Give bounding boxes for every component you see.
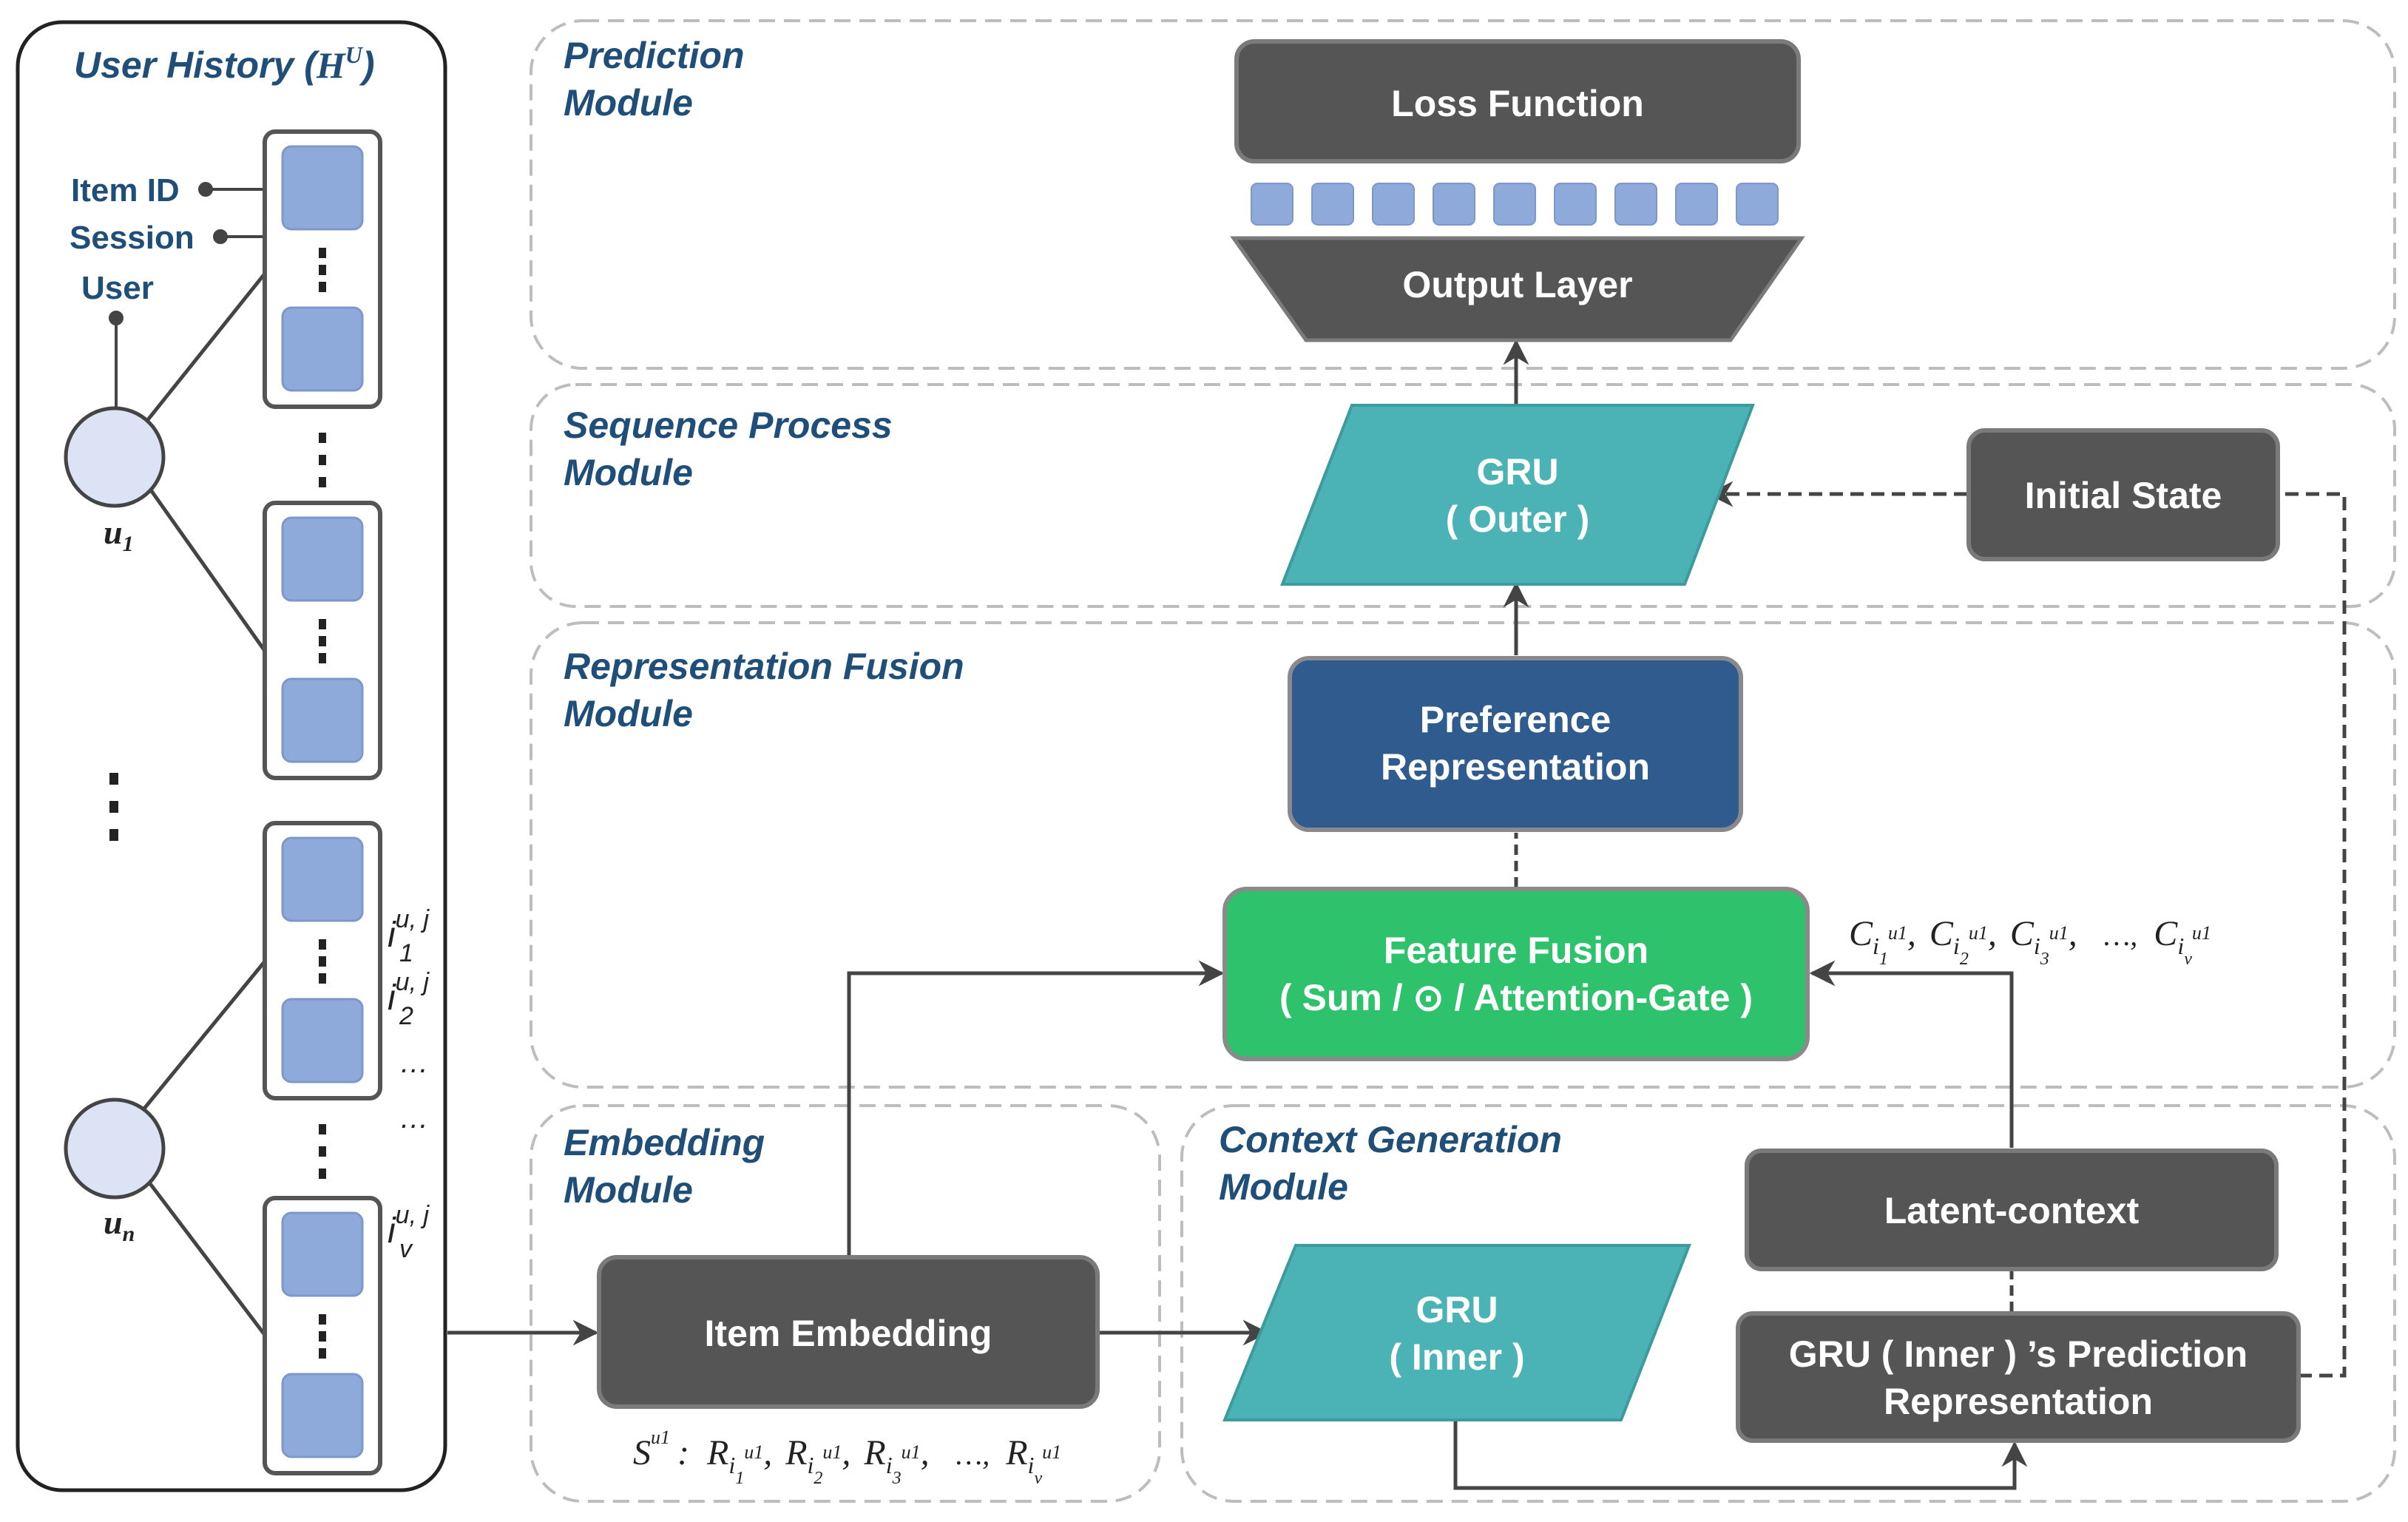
label-session: Session	[70, 220, 195, 256]
item-label-ellipsis-2: …	[399, 1102, 429, 1134]
feature-fusion-label: Feature Fusion( Sum / ⊙ / Attention-Gate…	[1279, 930, 1753, 1018]
edge-gru-inner-to-prediction-rep	[1453, 1420, 2028, 1490]
label-item-id: Item ID	[71, 172, 180, 209]
item-square	[281, 836, 364, 922]
output-unit	[1251, 183, 1293, 226]
item-id-dot	[198, 182, 213, 197]
item-embedding-label: Item Embedding	[705, 1313, 992, 1354]
module-frames	[530, 19, 2396, 1503]
output-layer-label: Output Layer	[1402, 264, 1632, 305]
label-user: User	[81, 270, 154, 306]
user-dot	[109, 311, 124, 325]
latent-context-box: Latent-context	[1745, 1149, 2279, 1271]
item-square	[281, 998, 364, 1083]
user-session-edges	[139, 272, 267, 1336]
item-square	[281, 677, 364, 763]
sequence-module-frame	[530, 383, 2396, 608]
edge-prediction-rep-to-initial-state	[2278, 492, 2347, 1378]
fusion-module-frame	[530, 621, 2396, 1089]
session-dot	[213, 229, 228, 244]
item-square	[281, 306, 364, 392]
session-column	[263, 129, 382, 1475]
initial-state-box: Initial State	[1966, 428, 2280, 561]
output-unit	[1675, 183, 1718, 226]
user-history-title: User History (HU)	[74, 41, 375, 86]
item-embedding-box: Item Embedding	[597, 1255, 1100, 1409]
gru-inner-box: GRU( Inner )	[1222, 1244, 1691, 1421]
output-layer-box: Output Layer	[1230, 236, 1805, 342]
output-unit	[1372, 183, 1415, 226]
output-unit	[1736, 183, 1779, 226]
user-node-u1	[64, 406, 166, 508]
item-square	[281, 145, 364, 231]
user-node-un	[64, 1097, 166, 1200]
loss-function-label: Loss Function	[1391, 83, 1644, 124]
label-pointers	[109, 182, 288, 418]
user-node-u1-label: u1	[104, 513, 134, 556]
item-square	[281, 516, 364, 602]
connectors	[447, 339, 2347, 1490]
item-square	[281, 1373, 364, 1458]
embedding-module-frame	[530, 1104, 1161, 1503]
item-ellipsis-marks	[319, 248, 326, 1359]
item-square	[281, 1211, 364, 1297]
prediction-module-frame	[530, 19, 2396, 370]
edge-latent-to-fusion	[1809, 960, 2014, 1148]
session-formula: Su1: Ri1u1, Ri2u1, Ri3u1, …, Rivu1	[633, 1427, 1061, 1488]
output-unit	[1311, 183, 1354, 226]
loss-function-box: Loss Function	[1234, 39, 1801, 163]
output-unit	[1614, 183, 1657, 226]
edge-embedding-to-fusion	[847, 960, 1225, 1257]
context-module-frame	[1180, 1104, 2396, 1503]
users-ellipsis	[109, 773, 118, 841]
output-unit	[1493, 183, 1536, 226]
latent-context-label: Latent-context	[1884, 1190, 2140, 1231]
user-history-panel: User History (HU) Item ID Session User u…	[16, 20, 447, 1492]
initial-state-label: Initial State	[2025, 475, 2222, 516]
gru-inner-label: GRU( Inner )	[1389, 1289, 1524, 1378]
output-unit	[1433, 183, 1475, 226]
item-label-ellipsis-1: …	[399, 1046, 429, 1079]
output-unit	[1554, 183, 1597, 226]
user-node-un-label: un	[104, 1203, 135, 1246]
context-formula: Ci1u1, Ci2u1, Ci3u1, …, Civu1	[1849, 914, 2211, 969]
gru-outer-box: GRU( Outer )	[1280, 404, 1755, 586]
gru-outer-label: GRU( Outer )	[1446, 451, 1589, 540]
feature-fusion-box: Feature Fusion( Sum / ⊙ / Attention-Gate…	[1222, 887, 1810, 1061]
output-units	[1251, 183, 1779, 226]
